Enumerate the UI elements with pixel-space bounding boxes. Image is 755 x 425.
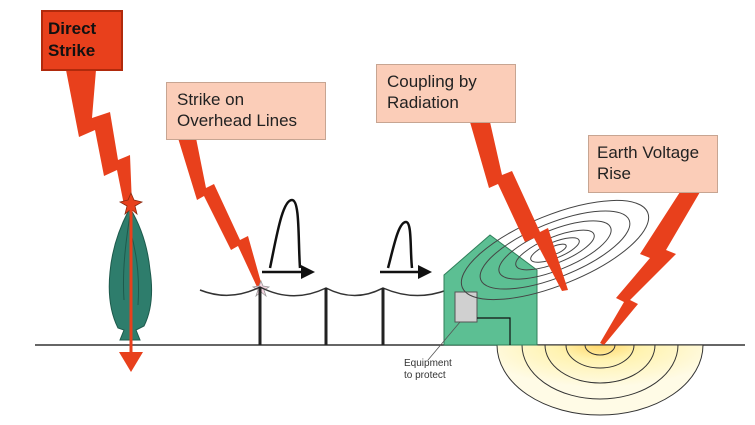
direct-strike-label: Direct Strike — [41, 10, 123, 71]
earth-voltage-bolt — [600, 192, 700, 345]
equipment-wiring — [477, 317, 511, 345]
direct-strike-bolt — [66, 70, 132, 205]
overhead-lines-line-2: Overhead Lines — [177, 111, 298, 130]
radiation-bolt — [470, 122, 568, 291]
equipment-line-1: Equipment — [404, 358, 452, 369]
earth-voltage-line-1: Earth Voltage — [597, 143, 700, 162]
ground-current-arrow — [119, 352, 143, 372]
radiation-line-1: Coupling by — [387, 72, 477, 91]
surge-pulse-2 — [380, 220, 432, 279]
earth-voltage-line-2: Rise — [597, 164, 632, 183]
surge-pulse-1 — [262, 198, 315, 279]
radiation-line-2: Radiation — [387, 93, 459, 112]
overhead-strike-bolt — [178, 138, 262, 287]
overhead-lines-label: Strike on Overhead Lines — [166, 82, 326, 140]
overhead-line — [199, 286, 448, 297]
overhead-lines-line-1: Strike on — [177, 90, 245, 109]
house — [443, 234, 538, 346]
equipment-pointer — [427, 321, 461, 361]
radiation-label: Coupling by Radiation — [376, 64, 516, 123]
earth-voltage-label: Earth Voltage Rise — [588, 135, 718, 193]
equipment-line-2: to protect — [404, 370, 446, 381]
earth-voltage-rings — [496, 344, 704, 416]
direct-strike-line-1: Direct — [48, 19, 97, 38]
equipment-box — [454, 291, 478, 323]
direct-strike-line-2: Strike — [48, 41, 96, 60]
equipment-label: Equipment to protect — [404, 358, 452, 382]
